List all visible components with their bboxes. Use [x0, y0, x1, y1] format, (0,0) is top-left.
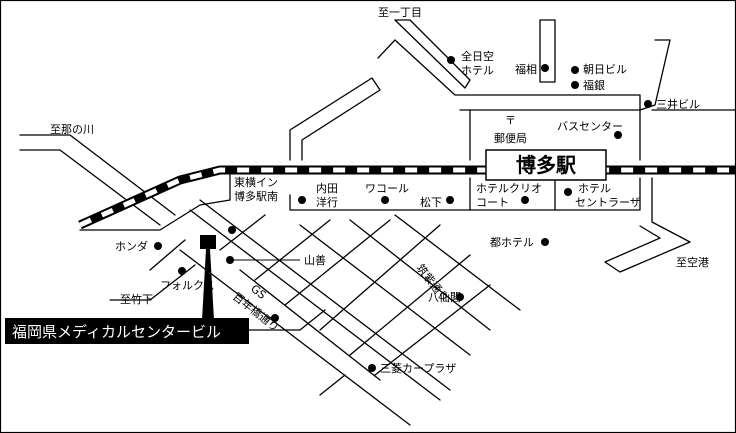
medical-center-pointer — [202, 249, 214, 320]
label-toyoko-1: 東横イン — [234, 175, 278, 189]
station-box — [485, 149, 607, 181]
mitsui-bldg-dot — [644, 100, 652, 108]
medical-center-label: 福岡県メディカルセンタービル — [12, 323, 221, 341]
label-asahi-bldg: 朝日ビル — [583, 63, 627, 76]
road-grid-4 — [299, 224, 471, 356]
label-miyako-hotel: 都ホテル — [490, 236, 534, 249]
label-hotel-centraza-2: セントラーザ — [575, 196, 641, 209]
hotel-clio-dot — [521, 196, 529, 204]
road-cross-7 — [319, 374, 346, 396]
label-hotel-clio-2: コート — [476, 196, 509, 209]
label-mitsui-bldg: 三井ビル — [656, 97, 700, 111]
honda-dot — [154, 242, 162, 250]
label-bus-center: バスセンター — [557, 120, 623, 133]
label-honda: ホンダ — [115, 239, 148, 253]
mitsubishi-dot — [368, 364, 376, 372]
label-fukuso: 福相 — [515, 62, 537, 76]
road-cross-1 — [219, 214, 266, 251]
road-grid-1b — [199, 199, 451, 391]
fukugin-dot — [571, 81, 579, 89]
label-wacoal: ワコール — [365, 182, 409, 195]
label-hotel-clio-1: ホテルクリオ — [476, 182, 542, 195]
label-yamazen: 山善 — [304, 253, 326, 267]
label-uchida-2: 洋行 — [316, 195, 338, 209]
road-cross-4 — [319, 224, 441, 331]
hassenkaku-dot — [456, 293, 464, 301]
folks-dot — [178, 267, 186, 275]
label-to-itchome: 至一丁目 — [378, 6, 422, 19]
road-grid-5 — [349, 219, 491, 331]
toyoko-dot — [228, 226, 236, 234]
matsushita-dot — [446, 196, 454, 204]
label-mitsubishi: 三菱カープラザ — [380, 362, 456, 375]
road-grid-3 — [239, 269, 381, 381]
wacoal-dot — [381, 196, 389, 204]
label-to-airport: 至空港 — [676, 255, 709, 269]
road-takeshita — [109, 264, 196, 301]
label-hotel-centraza-1: ホテル — [578, 182, 611, 195]
gs-dot — [271, 314, 279, 322]
label-to-takeshita: 至竹下 — [120, 292, 153, 306]
yamazen-dot — [226, 256, 234, 264]
road-cross-2 — [254, 219, 331, 281]
label-folks: フォルクス — [160, 279, 215, 292]
station-label: 博多駅 — [516, 153, 576, 177]
label-matsushita: 松下 — [420, 195, 442, 209]
road-to-itchome — [394, 19, 471, 89]
road-nanokawa — [19, 134, 176, 216]
road-nw-diagonal — [289, 77, 381, 161]
label-post-office: 郵便局 — [494, 132, 527, 145]
asahi-bldg-dot — [571, 66, 579, 74]
medical-center-marker — [200, 235, 216, 249]
road-to-airport — [604, 177, 691, 273]
label-fukugin: 福銀 — [583, 78, 605, 92]
road-cross-6 — [374, 284, 491, 376]
fukuso-dot — [541, 64, 549, 72]
railway-dashes — [78, 167, 735, 228]
road-cross-5 — [349, 254, 471, 356]
road-hyakunenbashi-end — [239, 309, 326, 331]
landmark-dots — [154, 56, 652, 372]
label-all-nippon-2: ホテル — [461, 64, 494, 77]
uchida-dot — [298, 196, 306, 204]
road-west-1 — [79, 199, 231, 231]
road-cross-3 — [284, 219, 391, 306]
road-folks — [149, 239, 186, 271]
hotel-centraza-dot — [564, 188, 572, 196]
road-grid-6 — [394, 214, 521, 311]
miyako-hotel-dot — [541, 238, 549, 246]
railway — [78, 165, 735, 230]
label-all-nippon-1: 全日空 — [461, 49, 494, 63]
label-uchida-1: 内田 — [316, 181, 338, 195]
label-hassenkaku: 八仙閣 — [428, 291, 461, 304]
label-to-nanokawa: 至那の川 — [50, 123, 94, 136]
road-south-station — [289, 177, 641, 211]
bus-center-dot — [614, 131, 622, 139]
medical-center-callout — [5, 318, 249, 344]
post-office-icon: 〒 — [505, 114, 516, 127]
road-grid-2 — [179, 249, 411, 426]
all-nippon-hotel-dot — [447, 56, 455, 64]
label-toyoko-2: 博多駅南 — [234, 189, 278, 203]
road-north-block — [377, 39, 641, 161]
road-north-center — [539, 19, 556, 83]
